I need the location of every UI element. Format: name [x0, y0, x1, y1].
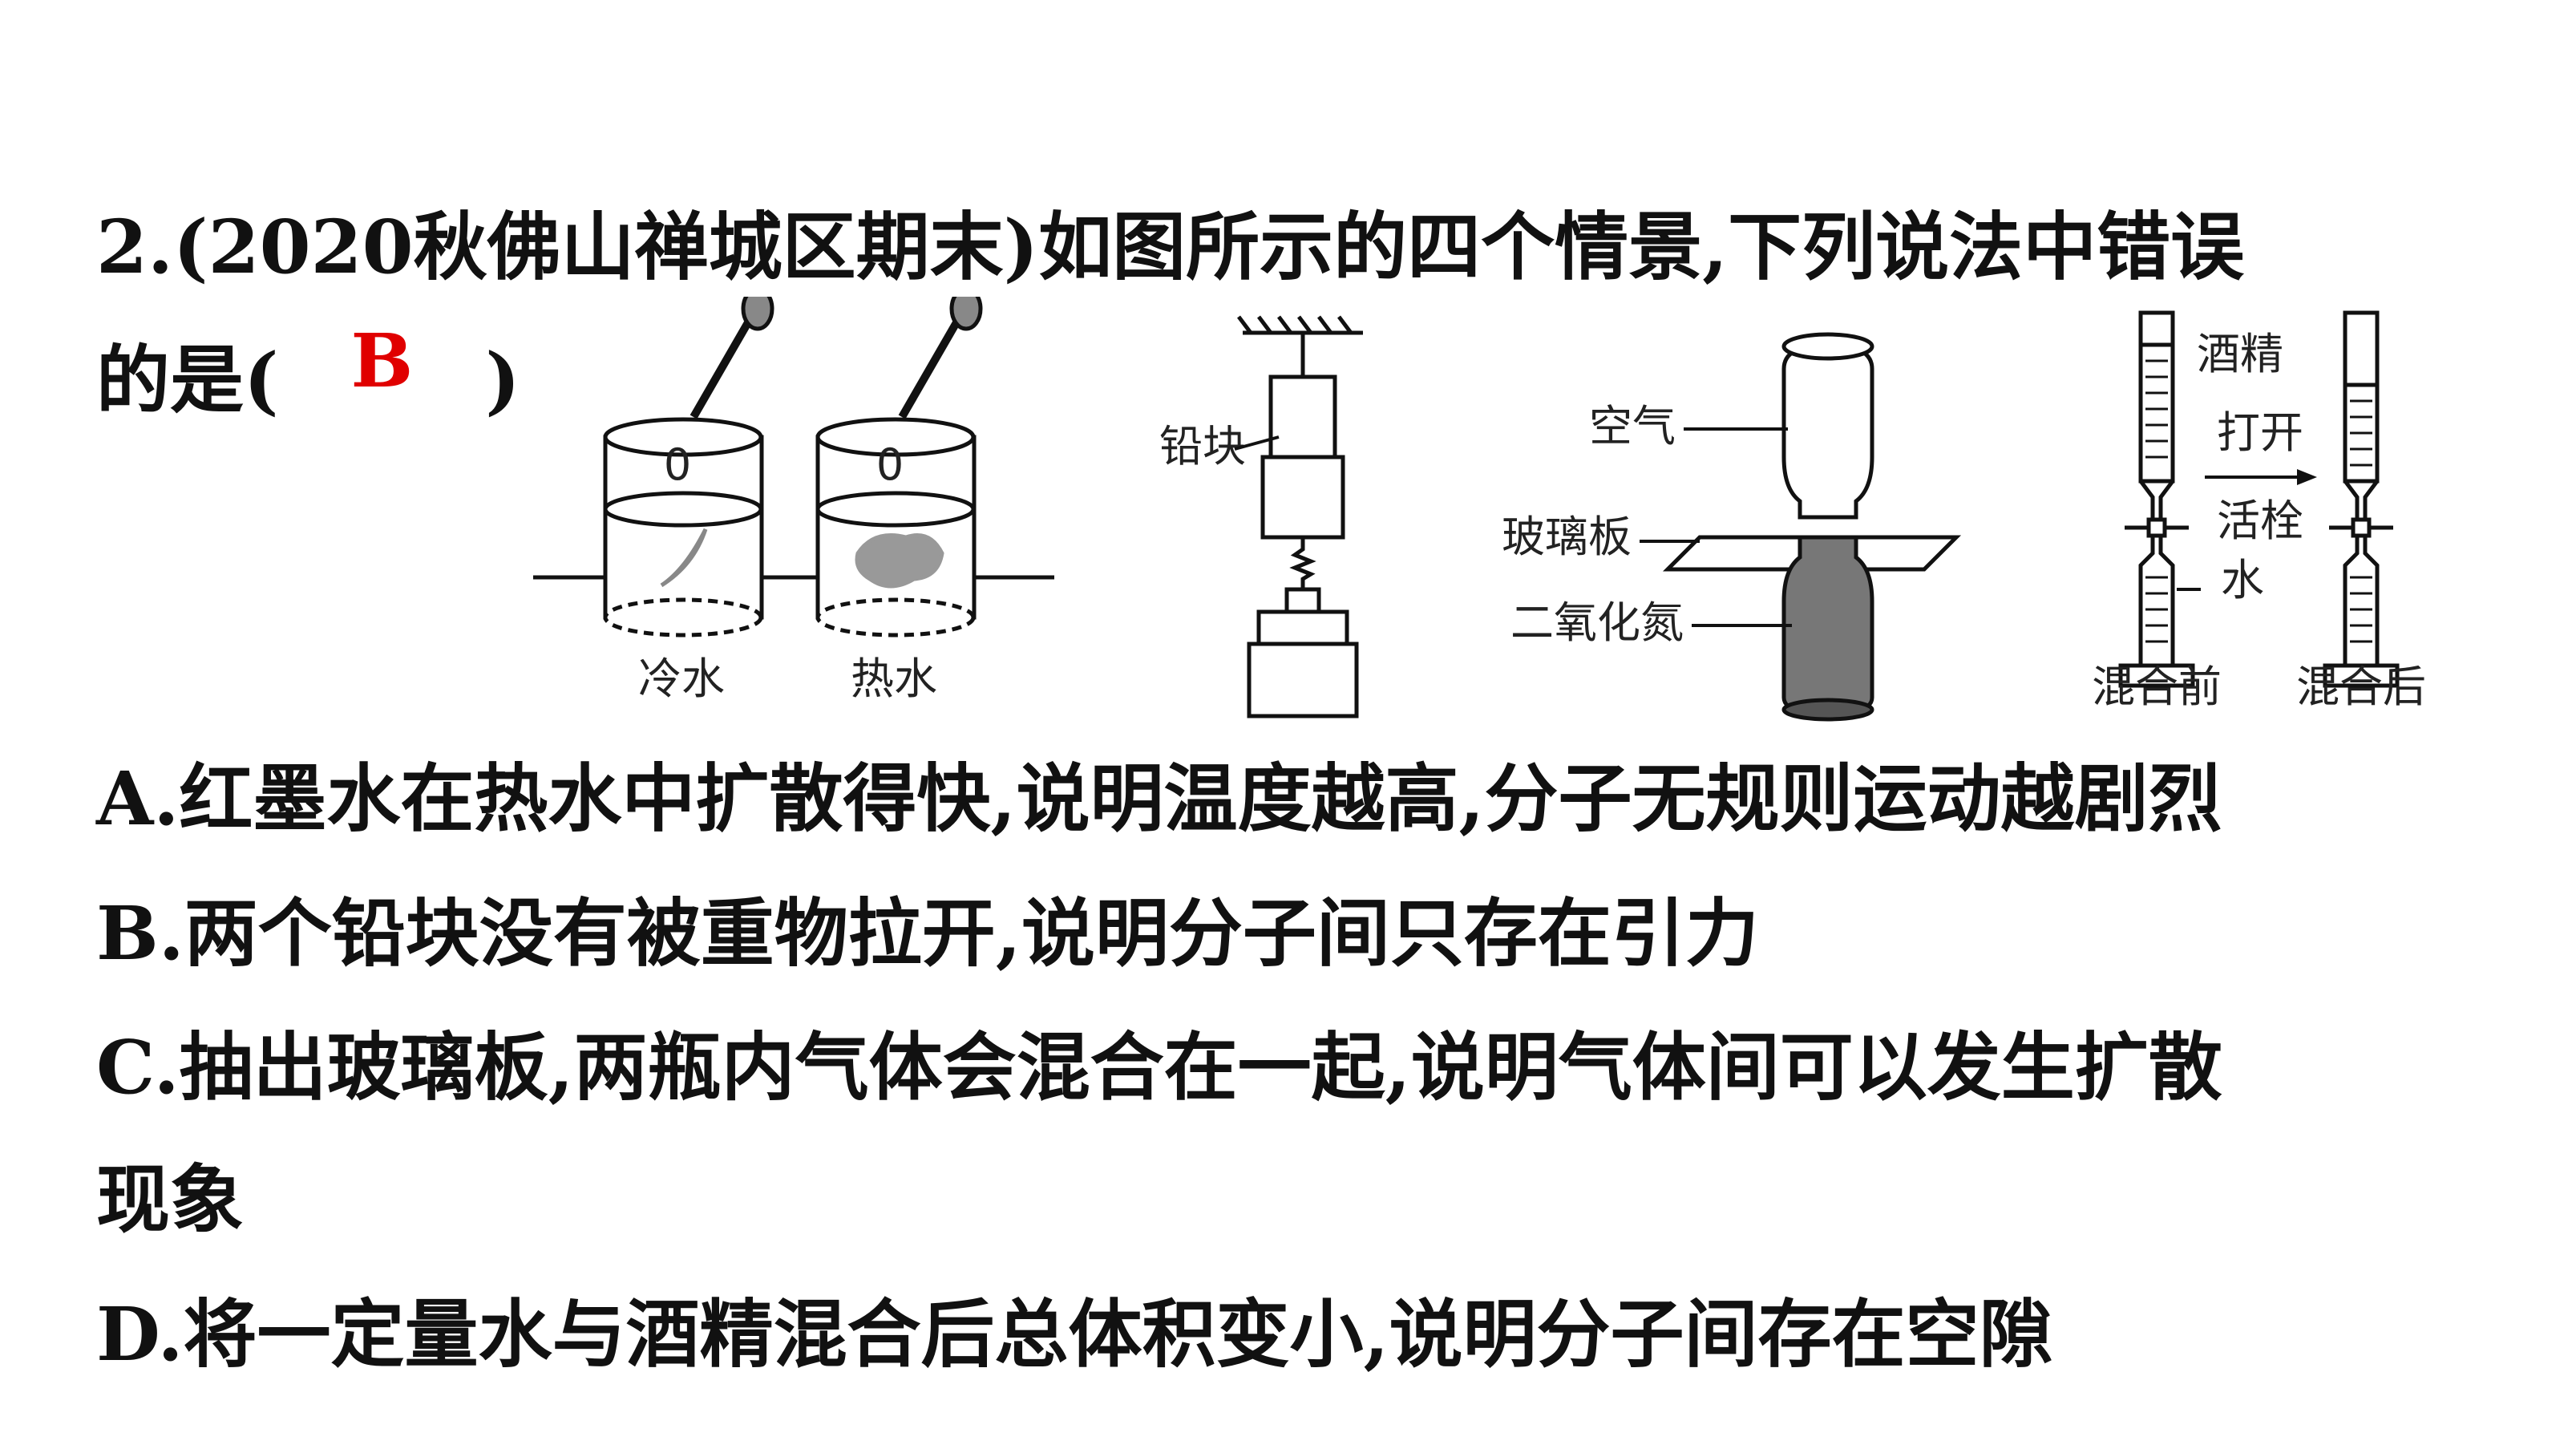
gas-diffusion-figure [1662, 332, 1962, 722]
stem-prefix: 的是( [96, 337, 279, 423]
diffusion-beakers-figure [533, 297, 1054, 637]
stem-suffix: ) [485, 337, 520, 423]
option-d: D.将一定量水与酒精混合后总体积变小,说明分子间存在空隙 [96, 1291, 2053, 1378]
water-label: 水 [2221, 555, 2264, 605]
glass-plate-label: 玻璃板 [1502, 512, 1632, 562]
question-stem-line2: 的是(B) [96, 324, 520, 417]
option-b: B.两个铅块没有被重物拉开,说明分子间只存在引力 [96, 890, 1759, 977]
after-mix-label: 混合后 [2296, 662, 2426, 712]
answer-mark: B [350, 318, 414, 404]
option-c-continued: 现象 [96, 1156, 245, 1243]
option-c: C.抽出玻璃板,两瓶内气体会混合在一起,说明气体间可以发生扩散 [96, 1024, 2222, 1111]
before-mix-label: 混合前 [2092, 662, 2222, 712]
option-a: A.红墨水在热水中扩散得快,说明温度越高,分子无规则运动越剧烈 [96, 755, 2222, 842]
lead-block-label: 铅块 [1159, 421, 1246, 472]
right-beaker-zero: 0 [876, 439, 904, 490]
alcohol-label: 酒精 [2197, 329, 2283, 379]
hot-water-label: 热水 [851, 654, 937, 704]
left-beaker-zero: 0 [664, 439, 691, 490]
cold-water-label: 冷水 [638, 654, 725, 704]
no2-label: 二氧化氮 [1510, 597, 1684, 648]
question-stem-line1: 2.(2020秋佛山禅城区期末)如图所示的四个情景,下列说法中错误 [96, 204, 2245, 290]
air-label: 空气 [1589, 401, 1676, 451]
stopcock-label: 活栓 [2217, 496, 2303, 546]
open-label: 打开 [2217, 407, 2303, 458]
figures-illustration: 0 0 冷水 热水 铅块 空气 玻璃板 二氧化氮 [533, 297, 2426, 722]
lead-blocks-figure [1237, 315, 1363, 718]
alcohol-water-figure [2118, 310, 2400, 688]
